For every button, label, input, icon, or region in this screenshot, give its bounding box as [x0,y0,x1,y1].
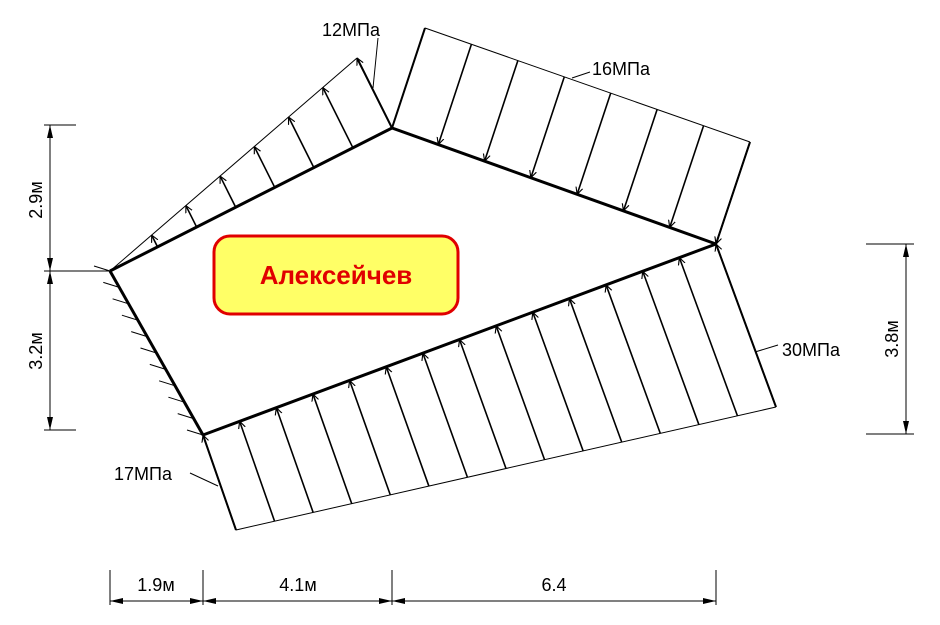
author-name: Алексейчев [260,260,413,290]
load-diagram-top-right [391,27,751,244]
hatch-line [186,429,204,436]
load-arrow [496,326,546,460]
load-arrow [386,367,430,487]
load-arrow [606,285,662,434]
hatch-line [177,413,194,420]
load-arrow [716,244,777,408]
hatch-line [149,363,166,370]
dim-label-bottom-2: 4.1м [279,575,316,595]
dim-label-bottom-1: 1.9м [137,575,174,595]
load-arrow [185,206,198,228]
load-diagram-bottom [203,244,777,531]
load-arrow [203,435,237,531]
load-arrow [623,109,658,210]
dimension-arrows [47,125,909,604]
support-hatching [93,265,204,436]
load-arrow [438,44,473,144]
hatch-line [158,380,176,387]
load-arrow [240,421,276,522]
load-label-bottom-left: 17МПа [114,464,173,484]
load-arrow [322,88,354,149]
load-arrow [679,258,739,417]
load-diagram-top-left [109,58,393,272]
load-arrow [533,312,584,452]
hatch-line [121,314,139,321]
load-arrow [531,76,566,178]
dim-label-left-lower: 3.2м [26,332,46,369]
load-arrow [356,58,393,129]
load-arrow [670,125,705,228]
author-name-box: Алексейчев [212,234,460,316]
load-label-bottom-right: 30МПа [782,340,841,360]
load-arrow [460,340,507,469]
dim-label-bottom-3: 6.4 [541,575,566,595]
hatch-line [93,265,111,272]
load-label-top-right: 16МПа [592,59,651,79]
load-arrow [350,380,392,496]
load-arrow [569,299,623,443]
load-arrow [253,147,276,188]
dim-label-right: 3.8м [882,320,902,357]
load-arrow [287,117,315,168]
hatch-line [112,298,129,305]
dimension-lines [44,124,914,605]
load-label-top-left: 12МПа [322,20,381,40]
load-arrow [219,176,237,208]
load-arrow [423,353,469,478]
load-arrow [485,60,519,162]
hatch-line [131,331,148,338]
load-arrow [577,92,612,194]
load-arrow [150,235,159,248]
hatch-line [103,281,120,288]
load-arrow [276,408,314,513]
load-arrow [643,271,700,425]
hatch-line [140,347,157,354]
load-arrow [313,394,353,504]
load-arrow [716,141,751,244]
hatch-line [168,396,185,403]
dim-label-left-upper: 2.9м [26,181,46,218]
leader-lines [189,37,779,487]
